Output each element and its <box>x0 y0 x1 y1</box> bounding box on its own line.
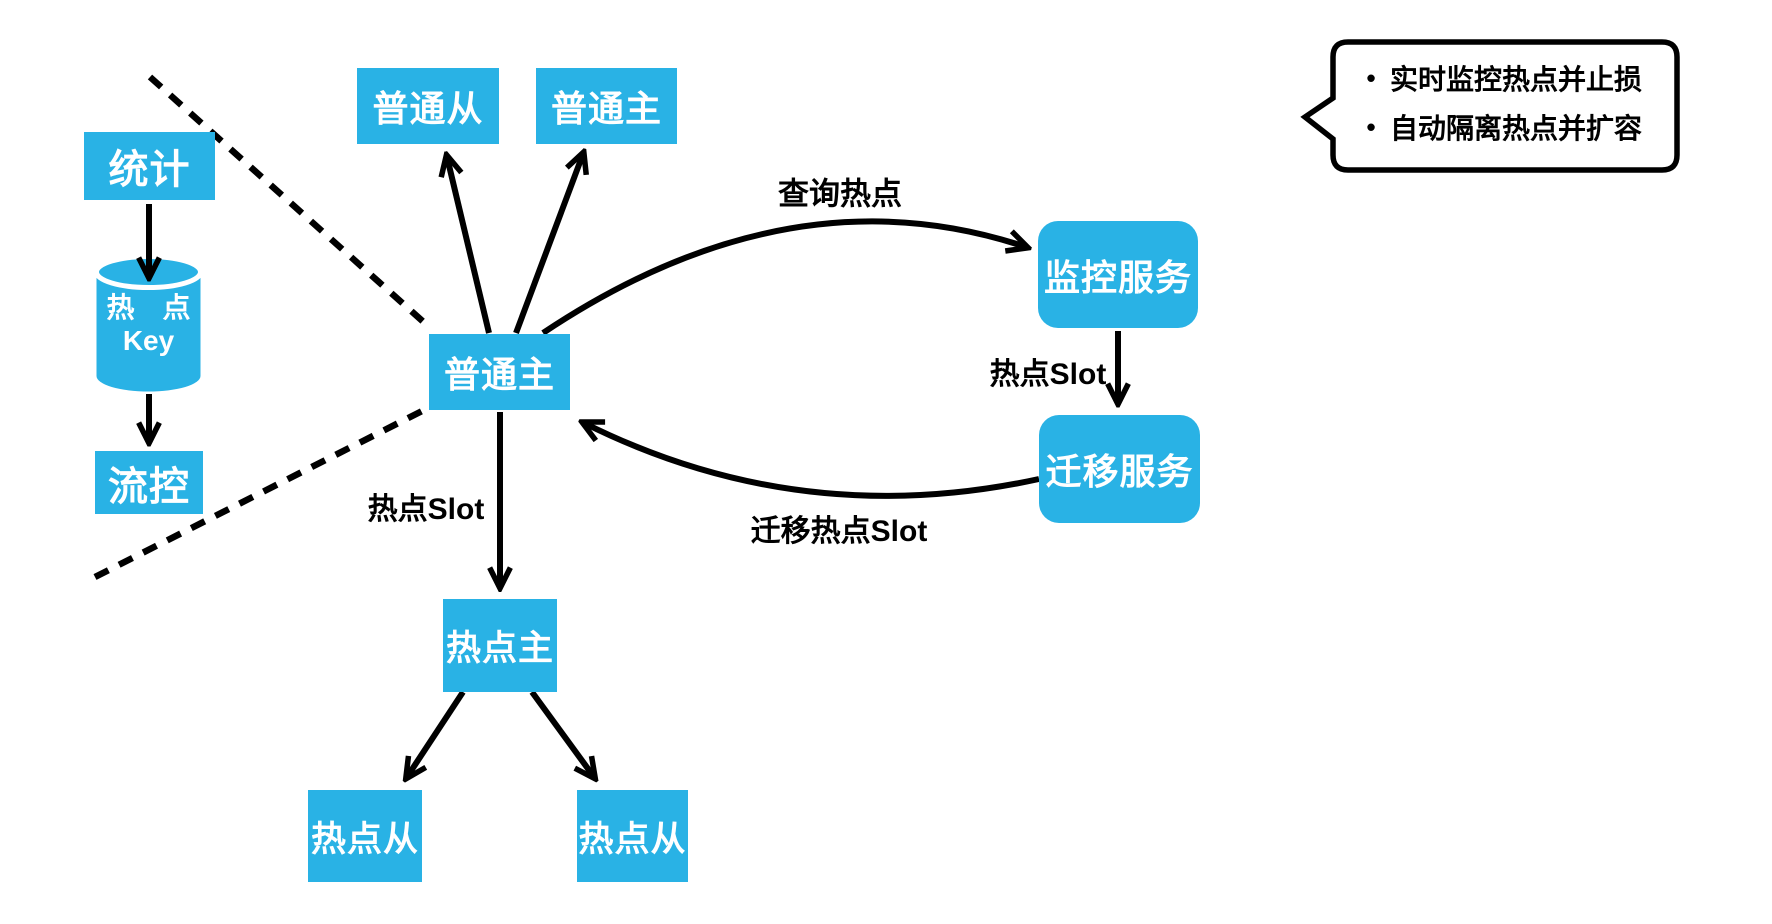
edge-label-migrate-hot-slot: 迁移热点Slot <box>750 515 928 548</box>
edge-label-query-hotspot: 查询热点 <box>778 176 902 212</box>
node-normal-master-top: 普通主 <box>536 68 677 144</box>
node-hot-key-db-label: 热 点 Key <box>97 268 200 380</box>
connector-master-to-normal-master <box>513 154 583 335</box>
bullet-icon: • <box>1366 62 1376 93</box>
node-stat: 统计 <box>84 132 215 200</box>
node-normal-master-top-label: 普通主 <box>550 88 662 129</box>
node-hot-slave-right: 热点从 <box>577 790 688 882</box>
connector-hotmaster-to-left-slave <box>407 690 466 777</box>
connector-master-to-normal-slave <box>447 157 492 334</box>
edge-label-hot-slot-right: 热点Slot <box>989 358 1107 391</box>
node-monitor-service: 监控服务 <box>1038 221 1198 328</box>
connector-query-hotspot <box>541 218 1026 336</box>
callout-bubble <box>1300 39 1680 173</box>
callout-item-2-text: 自动隔离热点并扩容 <box>1390 113 1643 144</box>
node-stat-label: 统计 <box>108 148 191 192</box>
node-normal-slave-top: 普通从 <box>357 68 499 144</box>
callout-item-1: • 实时监控热点并止损 <box>1352 58 1668 98</box>
node-migration-service: 迁移服务 <box>1039 415 1200 523</box>
connector-hotmaster-to-right-slave <box>529 690 594 777</box>
node-hot-master: 热点主 <box>443 599 557 692</box>
node-normal-master-center-label: 普通主 <box>443 354 555 395</box>
hot-key-line2: Key <box>122 325 175 356</box>
node-flow-control-label: 流控 <box>108 464 190 509</box>
edge-label-hot-slot-down: 热点Slot <box>367 493 485 526</box>
node-hot-master-label: 热点主 <box>445 629 554 668</box>
node-hot-slave-left-label: 热点从 <box>310 819 419 859</box>
node-hot-slave-right-label: 热点从 <box>578 819 687 859</box>
callout-item-2: • 自动隔离热点并扩容 <box>1352 107 1668 147</box>
node-normal-master-center: 普通主 <box>429 334 570 410</box>
node-normal-slave-top-label: 普通从 <box>372 88 484 129</box>
hot-key-line1: 热 点 <box>106 291 191 323</box>
callout-list: • 实时监控热点并止损 • 自动隔离热点并扩容 <box>1352 58 1668 147</box>
node-migration-service-label: 迁移服务 <box>1045 451 1194 492</box>
node-flow-control: 流控 <box>95 451 203 514</box>
dashed-separator-lower <box>93 405 430 580</box>
callout-item-1-text: 实时监控热点并止损 <box>1390 64 1643 95</box>
bullet-icon: • <box>1366 111 1376 142</box>
node-monitor-service-label: 监控服务 <box>1043 256 1192 298</box>
dashed-separator-upper <box>147 74 431 329</box>
node-hot-slave-left: 热点从 <box>308 790 422 882</box>
connector-migrate-hot-slot <box>584 423 1040 499</box>
